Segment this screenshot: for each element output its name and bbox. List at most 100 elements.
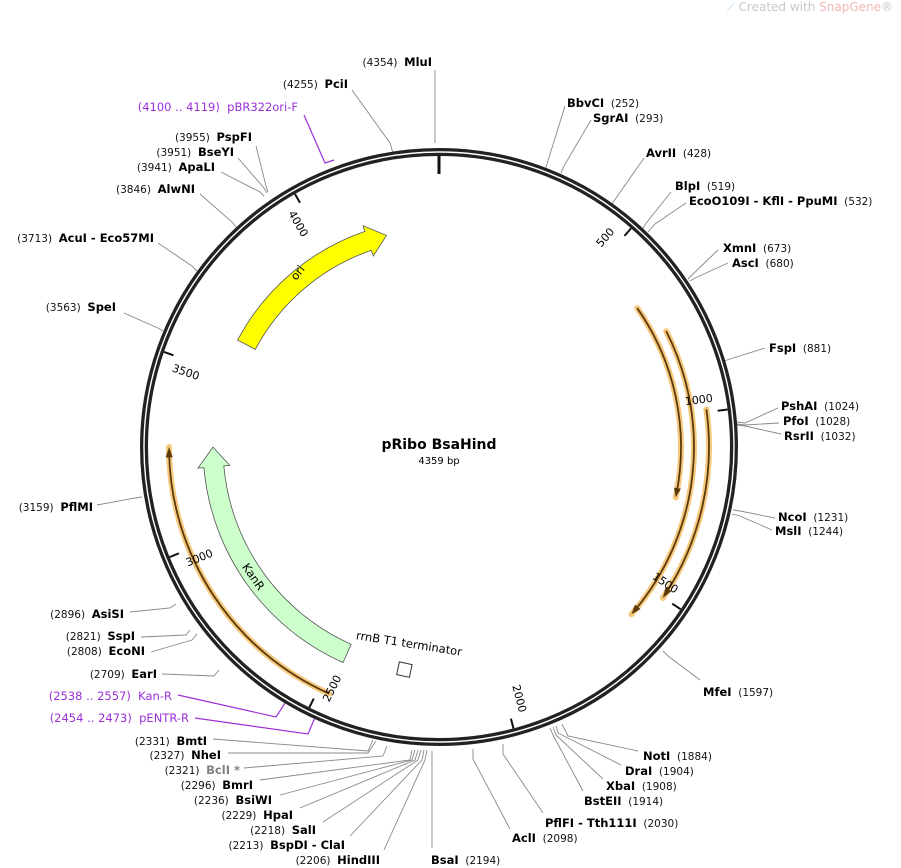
snapgene-watermark: ⟋Created with SnapGene® — [726, 0, 893, 14]
tick-label: 1000 — [684, 392, 713, 409]
site-name: PflMI — [60, 500, 93, 514]
restriction-site-label[interactable]: XbaI (1908) — [606, 779, 677, 793]
site-position: (2213) — [229, 840, 264, 852]
ori-feature[interactable] — [237, 224, 388, 350]
orf-arc[interactable] — [633, 330, 695, 612]
restriction-site-label[interactable]: (2821) SspI — [66, 629, 135, 643]
tick-mark — [294, 193, 301, 204]
site-name: SalI — [292, 823, 316, 837]
tick-label: 3500 — [170, 362, 201, 383]
restriction-site-label[interactable]: (2213) BspDI - ClaI — [229, 838, 345, 852]
restriction-site-label[interactable]: (2331) BmtI — [135, 734, 207, 748]
backbone — [140, 148, 738, 746]
orf-arc[interactable] — [636, 307, 682, 494]
site-name: RsrII — [784, 429, 814, 443]
restriction-site-label[interactable]: BsaI (2194) — [431, 853, 500, 867]
restriction-site-label[interactable]: XmnI (673) — [723, 241, 791, 255]
site-leader-line — [383, 749, 428, 851]
site-name: EcoNI — [109, 644, 145, 658]
restriction-site-label[interactable]: FspI (881) — [769, 341, 831, 355]
site-position: (1597) — [738, 687, 773, 699]
site-leader-line — [129, 603, 177, 613]
restriction-site-label[interactable]: AvrII (428) — [646, 146, 711, 160]
restriction-site-label[interactable]: (2206) HindIII — [296, 853, 380, 867]
restriction-site-label[interactable]: (2218) SalI — [250, 823, 316, 837]
restriction-site-label[interactable]: (3713) AcuI - Eco57MI — [17, 231, 154, 245]
site-position: (1914) — [628, 796, 663, 808]
site-name: SpeI — [87, 300, 116, 314]
restriction-site-label[interactable]: PflFI - Tth111I (2030) — [545, 816, 678, 830]
site-leader-line — [732, 509, 776, 519]
restriction-site-label[interactable]: (2229) HpaI — [221, 808, 293, 822]
restriction-site-label[interactable]: DraI (1904) — [625, 764, 694, 778]
site-position: (1032) — [821, 431, 856, 443]
restriction-site-label[interactable]: MslI (1244) — [775, 524, 843, 538]
restriction-site-label[interactable]: (4255) PciI — [283, 77, 348, 91]
primer-leader-line — [303, 114, 335, 164]
orf-arc[interactable] — [664, 409, 710, 595]
site-leader-line — [662, 650, 701, 681]
restriction-site-label[interactable]: SgrAI (293) — [593, 111, 663, 125]
restriction-site-label[interactable]: (3159) PflMI — [19, 500, 93, 514]
restriction-site-label[interactable]: MfeI (1597) — [703, 685, 773, 699]
site-leader-line — [642, 191, 672, 229]
restriction-site-label[interactable]: NcoI (1231) — [778, 510, 848, 524]
site-leader-line — [212, 738, 374, 752]
restriction-site-label[interactable]: BlpI (519) — [675, 179, 735, 193]
primer-label[interactable]: (2454 .. 2473) pENTR-R — [50, 711, 189, 725]
primer-label[interactable]: (4100 .. 4119) pBR322ori-F — [138, 100, 298, 114]
restriction-site-label[interactable]: (3941) ApaLI — [137, 160, 215, 174]
site-position: (2709) — [90, 669, 125, 681]
site-name: BspDI - ClaI — [270, 838, 345, 852]
restriction-site-label[interactable]: (3563) SpeI — [46, 300, 116, 314]
restriction-site-label[interactable]: (2321) BclI * — [165, 763, 240, 777]
restriction-site-label[interactable]: BstEII (1914) — [584, 794, 663, 808]
restriction-site-label[interactable]: (2808) EcoNI — [67, 644, 145, 658]
site-leader-line — [723, 347, 766, 362]
primer-label[interactable]: (2538 .. 2557) Kan-R — [49, 689, 172, 703]
site-leader-line — [228, 740, 377, 754]
plasmid-name: pRibo BsaHind — [381, 437, 496, 453]
site-name: NheI — [191, 748, 221, 762]
site-name: MfeI — [703, 685, 732, 699]
restriction-site-label[interactable]: (2296) BmrI — [181, 778, 253, 792]
site-name: SspI — [107, 629, 135, 643]
site-name: BstEII — [584, 794, 622, 808]
site-name: PspFI — [217, 130, 252, 144]
primer-leader-line — [194, 714, 325, 735]
restriction-site-label[interactable]: (2896) AsiSI — [50, 607, 124, 621]
tick-mark — [169, 552, 180, 559]
site-leader-line — [731, 513, 773, 531]
orf-arc[interactable] — [168, 451, 330, 695]
site-position: (293) — [635, 113, 663, 125]
restriction-site-label[interactable]: (2236) BsiWI — [194, 793, 272, 807]
restriction-site-label[interactable]: RsrII (1032) — [784, 429, 856, 443]
restriction-site-label[interactable]: EcoO109I - KflI - PpuMI (532) — [689, 194, 872, 208]
kanr-feature[interactable] — [197, 446, 352, 664]
site-name: ApaLI — [179, 160, 216, 174]
site-leader-line — [220, 171, 265, 197]
restriction-site-label[interactable]: (3846) AlwNI — [116, 182, 195, 196]
restriction-site-label[interactable]: (2327) NheI — [150, 748, 222, 762]
site-position: (519) — [707, 181, 735, 193]
site-position: (2327) — [150, 750, 185, 762]
site-position: (2218) — [250, 825, 285, 837]
site-leader-line — [472, 749, 511, 830]
restriction-site-label[interactable]: (3951) BseYI — [156, 145, 234, 159]
site-leader-lines — [96, 70, 782, 851]
site-position: (252) — [611, 98, 639, 110]
restriction-site-label[interactable]: PfoI (1028) — [783, 414, 850, 428]
restriction-site-label[interactable]: BbvCI (252) — [567, 96, 639, 110]
site-leader-line — [322, 749, 422, 823]
restriction-site-label[interactable]: PshAI (1024) — [781, 399, 859, 413]
site-name: BseYI — [198, 145, 234, 159]
restriction-site-label[interactable]: AscI (680) — [732, 256, 794, 270]
site-name: EcoO109I - KflI - PpuMI — [689, 194, 837, 208]
restriction-site-label[interactable]: (4354) MluI — [363, 55, 432, 69]
restriction-site-label[interactable]: NotI (1884) — [643, 749, 712, 763]
restriction-site-label[interactable]: (3955) PspFI — [175, 130, 252, 144]
restriction-site-label[interactable]: (2709) EarI — [90, 667, 157, 681]
restriction-site-label[interactable]: AclI (2098) — [512, 831, 578, 845]
terminator-feature[interactable] — [396, 661, 413, 678]
site-name: MluI — [404, 55, 432, 69]
